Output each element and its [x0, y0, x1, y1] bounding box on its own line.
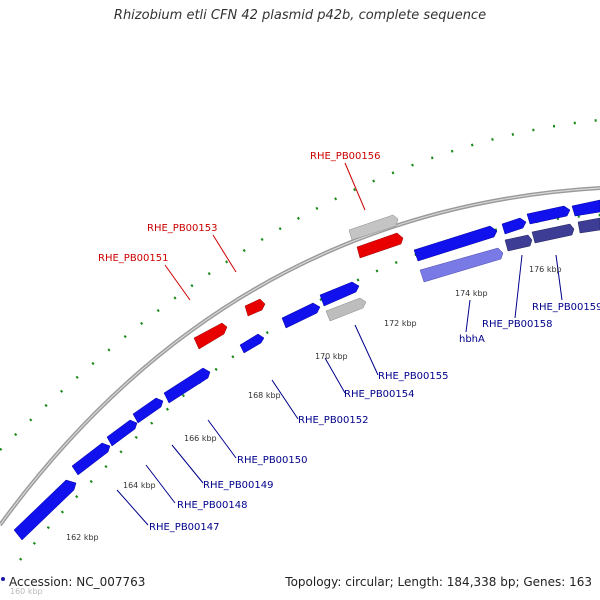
gene-RHE_PB00156[interactable]: [356, 232, 404, 259]
label-RHE_PB00151[interactable]: RHE_PB00151: [98, 253, 169, 264]
label-RHE_PB00159[interactable]: RHE_PB00159: [532, 302, 600, 313]
gene-RHE_PB00151[interactable]: [193, 322, 228, 350]
gene-RHE_PB00156-gray[interactable]: [348, 214, 399, 241]
backbone-circle: [0, 186, 600, 527]
gene-hbhA[interactable]: [419, 247, 504, 283]
gene-RHE_PB00149[interactable]: [106, 419, 138, 447]
gene-RHE_PB00150[interactable]: [132, 397, 164, 424]
gene-RHE_PB00158a[interactable]: [501, 217, 527, 235]
gene-RHE_PB00150b[interactable]: [163, 367, 211, 404]
label-RHE_PB00158[interactable]: RHE_PB00158: [482, 319, 553, 330]
gene-RHE_PB00154[interactable]: [281, 302, 321, 329]
gene-labels-blue: RHE_PB00147 RHE_PB00148 RHE_PB00149 RHE_…: [149, 302, 600, 533]
gene-RHE_PB00158b[interactable]: [526, 205, 571, 225]
tick-label-166: 166 kbp: [184, 434, 217, 443]
gene-RHE_PB00147[interactable]: [13, 479, 77, 541]
label-RHE_PB00152[interactable]: RHE_PB00152: [298, 415, 369, 426]
outer-tick-ring: [0, 118, 600, 451]
label-RHE_PB00147[interactable]: RHE_PB00147: [149, 522, 220, 533]
tick-label-164: 164 kbp: [123, 481, 156, 490]
tick-label-168: 168 kbp: [248, 391, 281, 400]
accession-text: Accession: NC_007763: [9, 575, 146, 589]
label-RHE_PB00150[interactable]: RHE_PB00150: [237, 455, 308, 466]
tick-label-170: 170 kbp: [315, 352, 348, 361]
gene-RHE_PB00153[interactable]: [244, 298, 266, 317]
gene-RHE_PB00158-p1[interactable]: [504, 234, 533, 252]
purple-gene-track: [504, 217, 600, 252]
reverse-gene-track: [193, 232, 404, 350]
topology-info: Topology: circular; Length: 184,338 bp; …: [285, 575, 592, 589]
tick-label-176: 176 kbp: [529, 265, 562, 274]
accession-marker: [1, 577, 5, 581]
gene-RHE_PB00154b[interactable]: [319, 281, 360, 307]
inner-tick-ring: [19, 213, 600, 561]
gene-hbhA-upstream[interactable]: [413, 225, 498, 262]
label-RHE_PB00156[interactable]: RHE_PB00156: [310, 151, 381, 162]
gene-RHE_PB00148[interactable]: [71, 442, 111, 476]
tick-label-162: 162 kbp: [66, 533, 99, 542]
forward-gene-track: [13, 199, 600, 541]
gene-RHE_PB00159-p[interactable]: [577, 217, 600, 234]
gene-labels-red: RHE_PB00151 RHE_PB00153 RHE_PB00156: [98, 151, 381, 264]
tick-label-174: 174 kbp: [455, 289, 488, 298]
gene-RHE_PB00152[interactable]: [239, 333, 265, 354]
tick-label-160: 160 kbp: [10, 587, 43, 596]
label-RHE_PB00155[interactable]: RHE_PB00155: [378, 371, 449, 382]
gene-RHE_PB00158-p2[interactable]: [531, 223, 575, 244]
gene-RHE_PB00159a[interactable]: [571, 199, 600, 217]
label-RHE_PB00148[interactable]: RHE_PB00148: [177, 500, 248, 511]
label-leader-lines: [116, 162, 563, 526]
tick-label-172: 172 kbp: [384, 319, 417, 328]
gene-RHE_PB00155[interactable]: [325, 297, 367, 322]
tick-labels: 160 kbp 162 kbp 164 kbp 166 kbp 168 kbp …: [10, 265, 562, 596]
label-hbhA[interactable]: hbhA: [459, 334, 485, 345]
label-RHE_PB00149[interactable]: RHE_PB00149: [203, 480, 274, 491]
label-RHE_PB00154[interactable]: RHE_PB00154: [344, 389, 415, 400]
map-title: Rhizobium etli CFN 42 plasmid p42b, comp…: [113, 8, 487, 23]
label-RHE_PB00153[interactable]: RHE_PB00153: [147, 223, 218, 234]
